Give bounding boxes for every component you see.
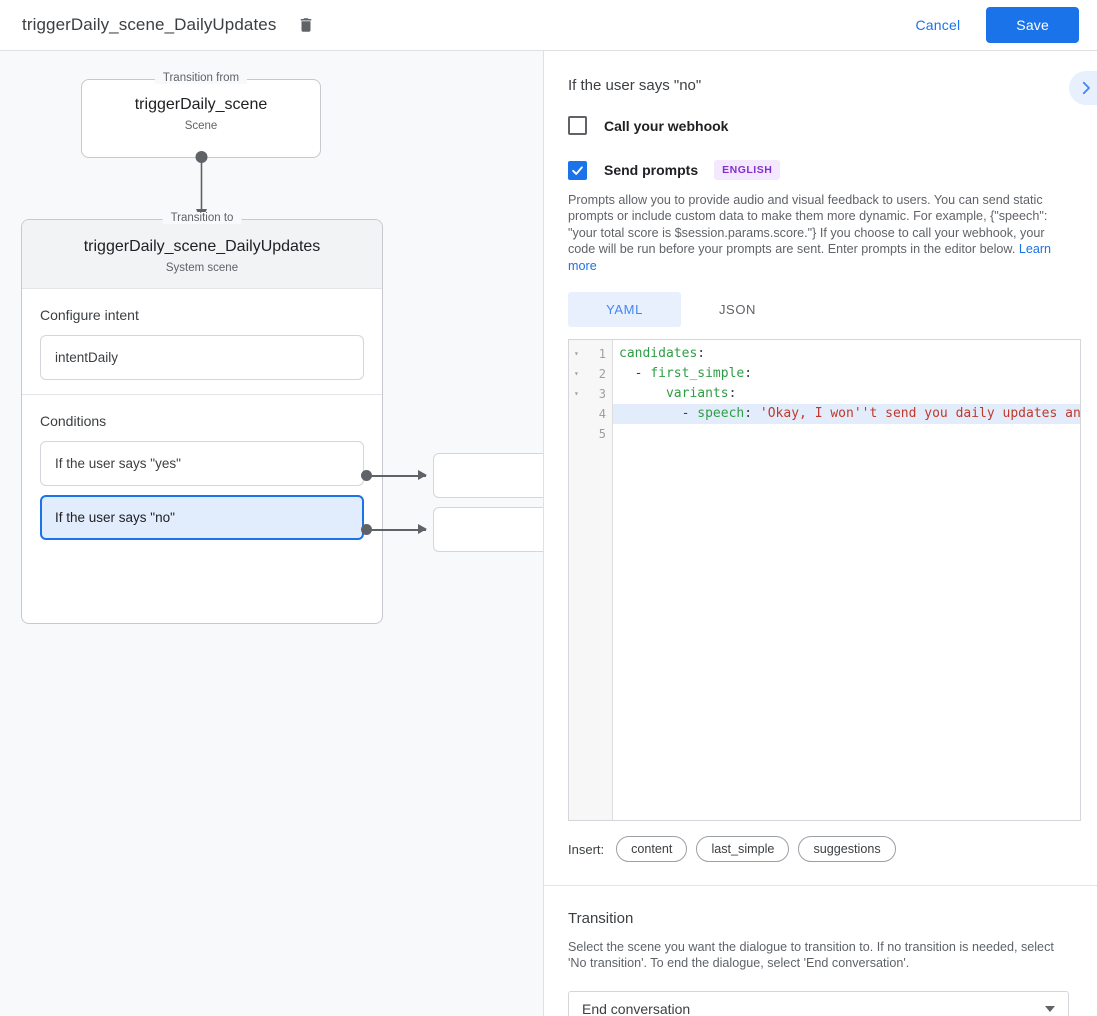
line-number-label: 2 (598, 367, 606, 382)
code-fold-triangle-icon[interactable]: ▾ (574, 349, 579, 359)
tab-yaml[interactable]: YAML (568, 292, 681, 328)
code-token: first_simple (650, 366, 745, 382)
condition-yes-edge-line (366, 475, 426, 477)
code-token: - (619, 406, 698, 422)
transition-target-select[interactable]: End conversation (568, 990, 1069, 1016)
intent-field[interactable]: intentDaily (40, 335, 364, 380)
tab-json[interactable]: JSON (718, 302, 757, 318)
code-token: : (744, 406, 760, 422)
transition-to-legend: Transition to (162, 212, 242, 224)
expand-panel-button[interactable] (1069, 71, 1097, 105)
send-prompts-description: Prompts allow you to provide audio and v… (544, 192, 1097, 274)
transition-to-card[interactable]: Transition to triggerDaily_scene_DailyUp… (21, 212, 383, 624)
code-token: - (619, 366, 651, 382)
language-badge: ENGLISH (714, 160, 781, 180)
call-webhook-checkbox[interactable] (568, 116, 587, 135)
detail-panel-title: If the user says "no" (568, 77, 702, 94)
trash-icon (301, 18, 312, 32)
save-button[interactable]: Save (986, 7, 1079, 43)
configure-intent-section: Configure intent intentDaily (22, 288, 382, 394)
editor-format-tabs: YAML JSON (568, 292, 1097, 328)
code-token: speech (697, 406, 745, 422)
send-prompts-description-text: Prompts allow you to provide audio and v… (568, 193, 1048, 257)
condition-spacer (40, 486, 364, 495)
insert-chips-row: Insert: content last_simple suggestions (568, 836, 1097, 863)
editor-code-line[interactable] (613, 424, 1080, 444)
condition-no-edge-arrow (418, 524, 427, 534)
code-token: 'Okay, I won''t send you daily updates a… (759, 406, 1080, 422)
editor-line-number[interactable]: ▾2 (569, 364, 612, 384)
editor-code-area[interactable]: candidates: - first_simple: variants: - … (613, 340, 1080, 820)
configure-intent-label: Configure intent (40, 307, 139, 323)
condition-item-no[interactable]: If the user says "no" (40, 495, 364, 540)
line-number-label: 1 (598, 347, 606, 362)
transition-from-card[interactable]: Transition from triggerDaily_scene Scene (81, 72, 321, 158)
cancel-button[interactable]: Cancel (902, 8, 975, 42)
learn-more-link[interactable]: Learn more (568, 242, 1052, 273)
panel-section-divider (544, 885, 1097, 887)
code-fold-triangle-icon[interactable]: ▾ (574, 389, 579, 399)
insert-chip-suggestions[interactable]: suggestions (798, 836, 896, 863)
send-prompts-row[interactable]: Send prompts ENGLISH (544, 160, 1097, 180)
editor-code-line[interactable]: - speech: 'Okay, I won''t send you daily… (613, 404, 1080, 425)
conditions-label: Conditions (40, 413, 107, 429)
editor-code-line[interactable]: candidates: (613, 344, 1080, 364)
target-node-card-no[interactable] (433, 507, 543, 552)
chevron-right-icon (1082, 81, 1090, 95)
conditions-section: Conditions If the user says "yes" If the… (22, 394, 382, 554)
transition-to-subtitle: System scene (165, 262, 239, 274)
code-token (619, 386, 666, 401)
top-bar-actions: Cancel Save (902, 7, 1097, 43)
transition-description: Select the scene you want the dialogue t… (568, 940, 1054, 971)
transition-from-name: triggerDaily_scene (134, 96, 268, 113)
target-node-card-yes[interactable] (433, 453, 543, 498)
detail-panel-content: If the user says "no" Call your webhook … (544, 51, 1097, 1016)
line-number-label: 5 (598, 427, 606, 442)
caret-down-icon (1045, 1006, 1055, 1013)
code-token: candidates (619, 346, 698, 362)
checkmark-icon (572, 165, 583, 175)
transition-title: Transition (568, 910, 634, 928)
detail-panel-header: If the user says "no" (544, 51, 1097, 105)
transition-target-value: End conversation (582, 1001, 691, 1016)
editor-code-line[interactable]: - first_simple: (613, 364, 1080, 384)
send-prompts-checkbox[interactable] (568, 160, 587, 180)
code-token: : (744, 366, 753, 382)
send-prompts-label: Send prompts (604, 162, 699, 178)
code-token: : (697, 346, 706, 362)
editor-line-number[interactable]: ▾3 (569, 384, 612, 404)
editor-line-number[interactable]: 5 (569, 424, 612, 444)
editor-line-number[interactable]: ▾1 (569, 344, 612, 364)
transition-to-name: triggerDaily_scene_DailyUpdates (83, 238, 321, 255)
scene-header: triggerDaily_scene_DailyUpdates System s… (22, 220, 382, 288)
transition-from-subtitle: Scene (184, 120, 218, 132)
delete-button[interactable] (292, 11, 320, 39)
editor-code-line[interactable]: variants: (613, 384, 1080, 404)
code-token: variants (665, 386, 729, 402)
top-bar: triggerDaily_scene_DailyUpdates Cancel S… (0, 0, 1097, 51)
scene-graph-canvas[interactable]: Transition from triggerDaily_scene Scene… (0, 51, 543, 1016)
code-token: : (728, 386, 737, 402)
transition-from-legend: Transition from (154, 72, 248, 84)
page-title: triggerDaily_scene_DailyUpdates (22, 15, 277, 34)
insert-chip-last-simple[interactable]: last_simple (696, 836, 790, 863)
editor-line-number[interactable]: 4 (569, 404, 612, 424)
transition-section: Transition Select the scene you want the… (544, 886, 1097, 1016)
condition-yes-edge-arrow (418, 470, 427, 480)
insert-chip-content[interactable]: content (616, 836, 688, 863)
line-number-label: 3 (598, 387, 606, 402)
call-webhook-row[interactable]: Call your webhook (544, 116, 1097, 135)
condition-item-yes[interactable]: If the user says "yes" (40, 441, 364, 486)
detail-panel: If the user says "no" Call your webhook … (543, 51, 1097, 1016)
call-webhook-label: Call your webhook (604, 117, 729, 134)
condition-no-edge-line (366, 529, 426, 531)
line-number-label: 4 (598, 407, 606, 422)
insert-label: Insert: (568, 841, 605, 857)
code-fold-triangle-icon[interactable]: ▾ (574, 369, 579, 379)
